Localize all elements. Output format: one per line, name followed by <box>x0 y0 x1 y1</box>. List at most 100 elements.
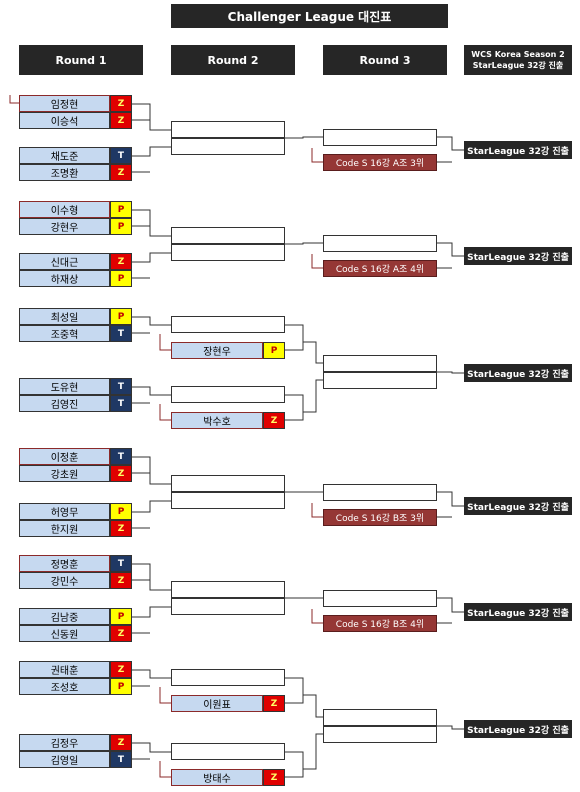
round3-slot <box>323 484 437 501</box>
final-starleague-slot: StarLeague 32강 진출 <box>464 603 572 621</box>
round3-slot <box>323 129 437 146</box>
round2-slot <box>171 581 285 598</box>
race-badge-p: P <box>110 270 132 287</box>
bracket-connector <box>303 379 323 413</box>
page-title: Challenger League 대진표 <box>171 4 448 28</box>
bracket-connector <box>132 563 171 591</box>
bracket-connector <box>437 597 464 613</box>
bracket-connector <box>132 146 171 157</box>
bracket-connector <box>159 404 171 421</box>
player-cell: 도유현 <box>19 378 110 395</box>
race-badge-t: T <box>110 378 132 395</box>
player-cell: 강현우 <box>19 218 110 235</box>
bracket-connector <box>303 341 323 364</box>
round3-slot <box>323 590 437 607</box>
player-cell: 하재상 <box>19 270 110 287</box>
bracket-connector <box>437 136 464 151</box>
bracket-connector <box>437 371 464 374</box>
round2-slot <box>171 227 285 244</box>
round3-slot <box>323 235 437 252</box>
player-cell: 이수형 <box>19 201 110 218</box>
bracket-connector <box>285 677 304 704</box>
round2-seed-player: 박수호 <box>171 412 263 429</box>
race-badge-t: T <box>110 555 132 572</box>
bracket-connector <box>285 324 304 351</box>
player-cell: 권태훈 <box>19 661 110 678</box>
round2-slot <box>171 386 285 403</box>
round3-slot <box>323 726 437 743</box>
race-badge-z: Z <box>263 412 285 429</box>
bracket-connector <box>132 742 171 753</box>
player-cell: 이정훈 <box>19 448 110 465</box>
bracket-connector <box>285 242 323 245</box>
race-badge-t: T <box>110 395 132 412</box>
bracket-connector <box>285 751 304 778</box>
final-starleague-slot: StarLeague 32강 진출 <box>464 364 572 382</box>
bracket-connector <box>132 456 171 485</box>
race-badge-z: Z <box>110 465 132 482</box>
race-badge-t: T <box>110 147 132 164</box>
player-cell: 신동원 <box>19 625 110 642</box>
final-starleague-slot: StarLeague 32강 진출 <box>464 497 572 515</box>
header-round-3: Round 3 <box>323 45 447 75</box>
round2-slot <box>171 121 285 138</box>
race-badge-p: P <box>110 218 132 235</box>
race-badge-p: P <box>110 608 132 625</box>
bracket-connector <box>9 95 19 104</box>
final-starleague-slot: StarLeague 32강 진출 <box>464 720 572 738</box>
round2-slot <box>171 743 285 760</box>
player-cell: 최성일 <box>19 308 110 325</box>
player-cell: 김영진 <box>19 395 110 412</box>
bracket-connector <box>132 103 171 131</box>
bracket-connector <box>132 669 171 679</box>
bracket-connector <box>132 500 171 513</box>
bracket-connector <box>159 334 171 351</box>
race-badge-t: T <box>110 448 132 465</box>
race-badge-z: Z <box>110 572 132 589</box>
round3-slot <box>323 372 437 389</box>
bracket-connector <box>132 316 171 326</box>
round2-slot <box>171 669 285 686</box>
player-cell: 조성호 <box>19 678 110 695</box>
bracket-connector <box>9 95 19 104</box>
bracket-connector <box>285 394 304 421</box>
player-cell: 채도준 <box>19 147 110 164</box>
race-badge-z: Z <box>110 95 132 112</box>
race-badge-p: P <box>110 503 132 520</box>
player-cell: 김정우 <box>19 734 110 751</box>
race-badge-z: Z <box>263 695 285 712</box>
race-badge-z: Z <box>110 164 132 181</box>
race-badge-z: Z <box>110 253 132 270</box>
round2-slot <box>171 598 285 615</box>
player-cell: 강초원 <box>19 465 110 482</box>
race-badge-z: Z <box>110 734 132 751</box>
player-cell: 조중혁 <box>19 325 110 342</box>
round3-seed-label: Code S 16강 A조 3위 <box>323 154 437 171</box>
header-final: WCS Korea Season 2 StarLeague 32강 진출 <box>464 45 572 75</box>
bracket-connector <box>311 609 323 624</box>
race-badge-p: P <box>263 342 285 359</box>
round2-slot <box>171 316 285 333</box>
final-starleague-slot: StarLeague 32강 진출 <box>464 141 572 159</box>
race-badge-p: P <box>110 308 132 325</box>
round3-seed-label: Code S 16강 A조 4위 <box>323 260 437 277</box>
player-cell: 조명환 <box>19 164 110 181</box>
round2-slot <box>171 138 285 155</box>
bracket-connector <box>285 136 323 139</box>
player-cell: 김영일 <box>19 751 110 768</box>
race-badge-z: Z <box>110 661 132 678</box>
header-round-1: Round 1 <box>19 45 143 75</box>
bracket-connector <box>159 761 171 778</box>
race-badge-t: T <box>110 325 132 342</box>
bracket-connector <box>9 95 19 104</box>
bracket-connector <box>303 694 323 718</box>
bracket-connector <box>437 491 464 507</box>
round3-seed-label: Code S 16강 B조 3위 <box>323 509 437 526</box>
player-cell: 한지원 <box>19 520 110 537</box>
player-cell: 정명훈 <box>19 555 110 572</box>
race-badge-p: P <box>110 201 132 218</box>
bracket-connector <box>9 95 19 104</box>
player-cell: 신대근 <box>19 253 110 270</box>
bracket-connector <box>132 209 171 237</box>
